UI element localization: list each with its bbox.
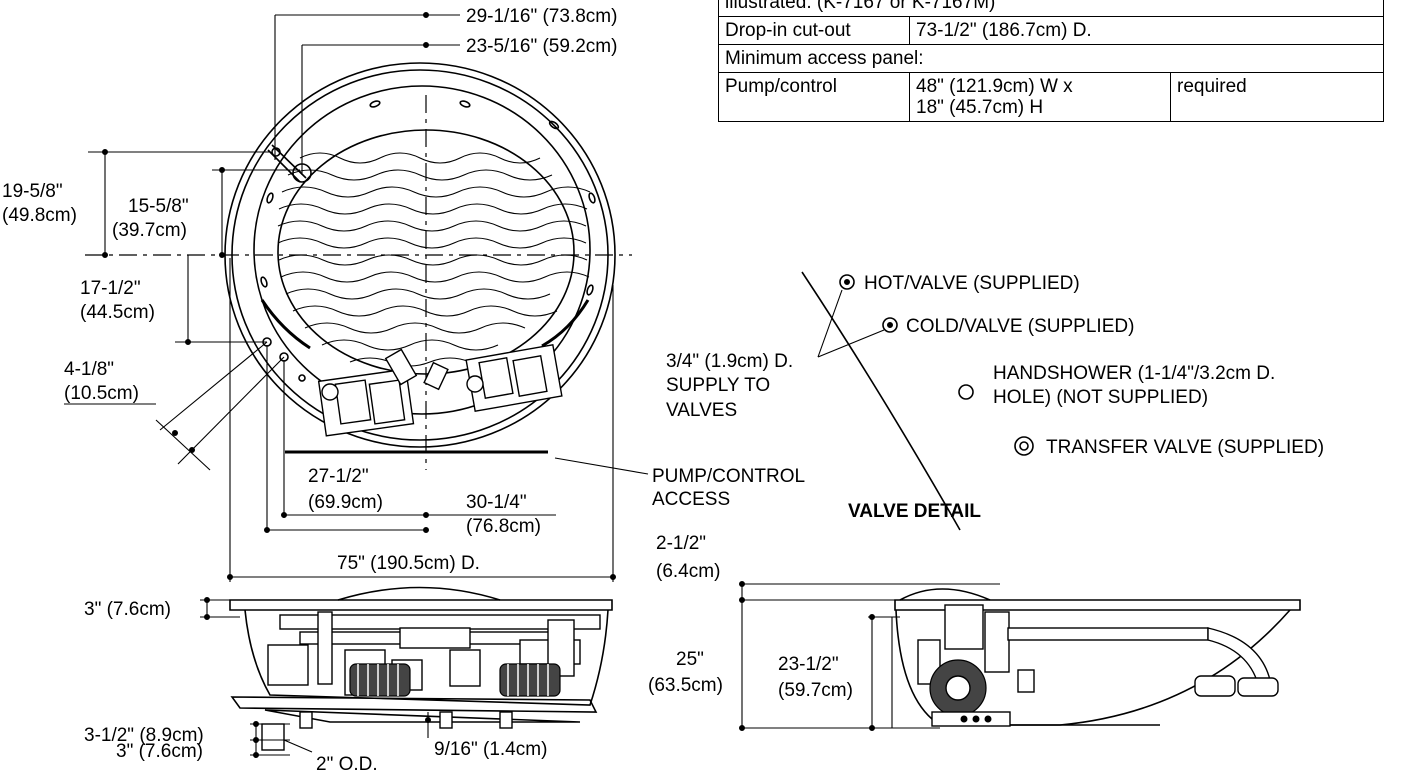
specification-table: illustrated. (K-7167 or K-7167M) Drop-in… (718, 0, 1384, 122)
access-heading-cell: Minimum access panel: (718, 44, 1384, 73)
supply-label: 3/4" (1.9cm) D. (666, 351, 793, 372)
dimension-label: (63.5cm) (648, 675, 723, 696)
plan-pump-left (317, 348, 449, 437)
pump-value-line: 48" (121.9cm) W x (916, 76, 1073, 97)
front-elevation: 3" (7.6cm) 3-1/2" (8.9cm) 3" (7.6cm) 2" … (84, 586, 613, 775)
front-pump-right (499, 663, 561, 697)
valve-detail: HOT/VALVE (SUPPLIED) COLD/VALVE (SUPPLIE… (666, 271, 1324, 531)
dimension-label: 3" (7.6cm) (84, 599, 171, 620)
hot-valve-label: HOT/VALVE (SUPPLIED) (864, 273, 1080, 294)
pump-status-cell: required (1170, 72, 1384, 122)
front-base (230, 696, 598, 713)
side-shell (895, 609, 1291, 726)
dimension-label: 4-1/8" (64, 359, 114, 380)
tub-rim-inner-edge (231, 69, 609, 441)
front-floor (264, 709, 581, 723)
dimension-label: 9/16" (1.4cm) (434, 739, 547, 760)
deck-jets (260, 100, 596, 296)
dimension-label: 19-5/8" (2, 181, 63, 202)
front-pump-left (349, 663, 411, 697)
dimension-line (155, 419, 211, 471)
transfer-valve-label: TRANSFER VALVE (SUPPLIED) (1046, 437, 1324, 458)
dimension-label: (69.9cm) (308, 492, 383, 513)
hot-valve-icon (839, 274, 855, 290)
deck-valve-connector (267, 149, 301, 183)
deck-edge-arc (801, 271, 961, 531)
front-rim (229, 599, 613, 611)
side-headrest (899, 588, 991, 601)
dimension-label: (6.4cm) (656, 561, 720, 582)
side-elevation: 2-1/2" (6.4cm) 25" (63.5cm) 23-1/2" (59.… (648, 533, 1301, 731)
handshower-hole-icon (958, 384, 974, 400)
supply-label: VALVES (666, 400, 737, 421)
supply-label: SUPPLY TO (666, 375, 770, 396)
dimension-label: 75" (190.5cm) D. (337, 553, 480, 574)
plan-view: PUMP/CONTROL ACCESS 29-1/16" (73.8cm) 23… (2, 6, 805, 582)
dimension-label: (39.7cm) (112, 220, 187, 241)
dimension-label: (10.5cm) (64, 383, 139, 404)
dimension-leader (283, 739, 313, 753)
side-rim (894, 599, 1301, 611)
front-headrest (337, 586, 501, 601)
dimension-label: (44.5cm) (80, 302, 155, 323)
front-shell (244, 609, 609, 706)
plan-pump-right (465, 343, 563, 413)
dimension-label: 3-1/2" (8.9cm) (84, 725, 204, 746)
supply-leader (817, 329, 885, 358)
deck-valve-fixture (298, 374, 306, 382)
front-plumbing (267, 611, 601, 696)
dimension-label: 29-1/16" (73.8cm) (466, 6, 617, 27)
supply-leader (817, 289, 843, 358)
dimension-label: 25" (676, 649, 704, 670)
handshower-label: HOLE) (NOT SUPPLIED) (993, 387, 1208, 408)
dimension-extension (159, 341, 268, 431)
dimension-label: 17-1/2" (80, 278, 141, 299)
dimension-label: 2" O.D. (316, 754, 378, 775)
dimension-label: 27-1/2" (308, 466, 369, 487)
cold-valve-label: COLD/VALVE (SUPPLIED) (906, 316, 1134, 337)
pump-value-line: 18" (45.7cm) H (916, 97, 1044, 118)
left-grab-bar (260, 299, 311, 350)
transfer-valve-icon (1014, 436, 1034, 456)
access-label: ACCESS (652, 489, 730, 510)
table-row: Minimum access panel: (718, 44, 1384, 73)
dimension-label: 2-1/2" (656, 533, 706, 554)
dimension-label: 23-1/2" (778, 654, 839, 675)
dimension-extension (177, 356, 285, 465)
dimension-label: 3" (7.6cm) (116, 741, 203, 762)
access-leader (554, 457, 649, 475)
dimension-label: 15-5/8" (128, 196, 189, 217)
dimension-label: 23-5/16" (59.2cm) (466, 36, 617, 57)
valve-detail-title: VALVE DETAIL (848, 501, 981, 522)
drain-pipe (261, 723, 285, 751)
access-label: PUMP/CONTROL (652, 466, 805, 487)
dimension-label: (59.7cm) (778, 680, 853, 701)
dimension-label: (76.8cm) (466, 516, 541, 537)
basin-water-waves (277, 152, 591, 367)
dimension-label: (49.8cm) (2, 205, 77, 226)
tub-deck-edge (253, 85, 591, 415)
table-row: Pump/control 48" (121.9cm) W x 18" (45.7… (718, 72, 1384, 122)
front-feet (299, 711, 513, 729)
right-grab-bar (541, 299, 590, 348)
deck-valve-connector (271, 144, 307, 179)
tub-basin (277, 129, 575, 375)
side-pump (929, 659, 1011, 727)
dimension-label: 30-1/4" (466, 492, 527, 513)
pump-value-cell: 48" (121.9cm) W x 18" (45.7cm) H (909, 72, 1171, 122)
cold-valve-icon (882, 317, 898, 333)
handshower-label: HANDSHOWER (1-1/4"/3.2cm D. (993, 363, 1275, 384)
